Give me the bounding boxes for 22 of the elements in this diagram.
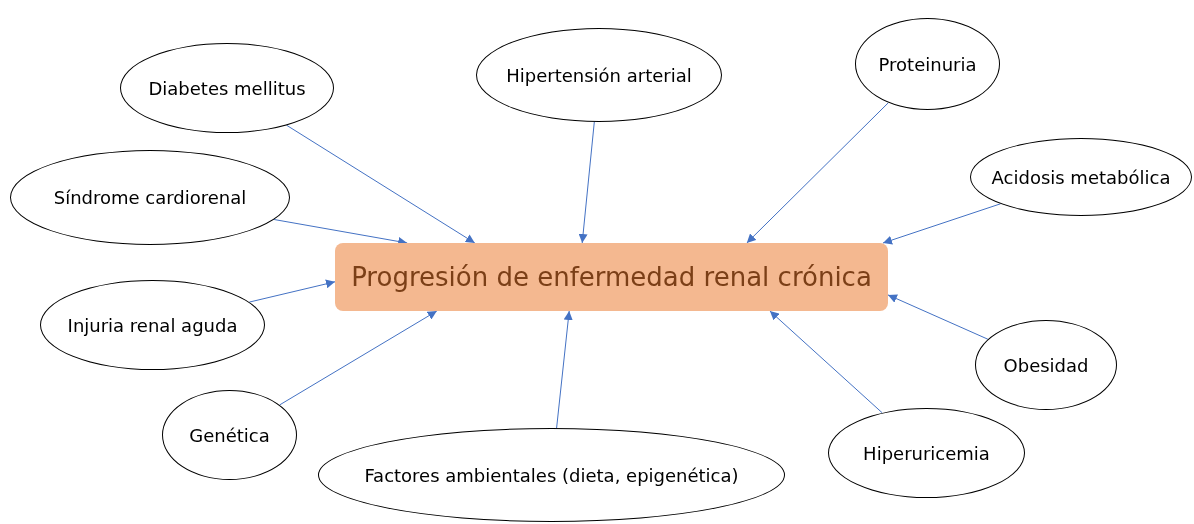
factor-label: Acidosis metabólica — [991, 166, 1171, 188]
arrow — [882, 203, 1001, 245]
arrow — [286, 124, 476, 244]
factor-label: Injuria renal aguda — [67, 314, 238, 336]
factor-label: Síndrome cardiorenal — [53, 187, 247, 208]
factor-label: Factores ambientales (dieta, epigenética) — [364, 464, 739, 486]
arrow — [273, 219, 408, 246]
arrow — [556, 310, 573, 429]
factor-label: Obesidad — [1003, 354, 1089, 376]
central-box — [335, 243, 888, 311]
arrow — [746, 102, 889, 244]
factor-label: Diabetes mellitus — [148, 77, 306, 99]
factor-label: Genética — [189, 424, 270, 446]
arrow — [248, 279, 336, 303]
factor-label: Hiperuricemia — [863, 442, 990, 464]
factor-label: Proteinuria — [878, 53, 977, 75]
arrow — [769, 310, 883, 414]
arrow — [887, 294, 989, 340]
central-title: Progresión de enfermedad renal crónica — [351, 262, 872, 292]
arrow — [279, 310, 438, 406]
arrow — [578, 121, 595, 244]
factor-label: Hipertensión arterial — [506, 64, 692, 86]
